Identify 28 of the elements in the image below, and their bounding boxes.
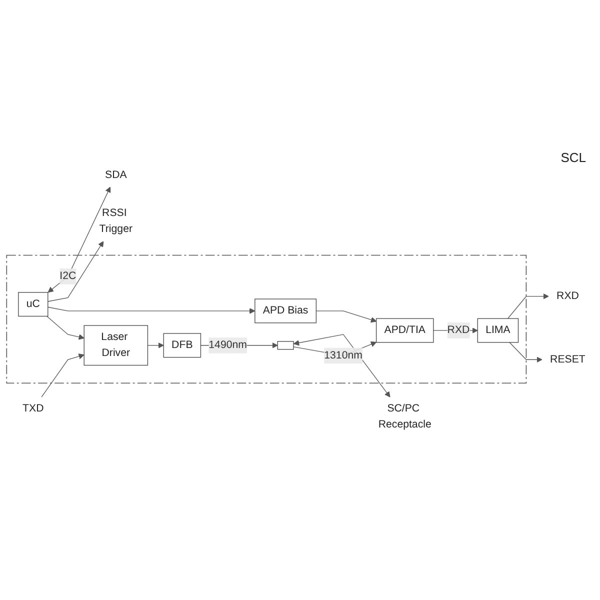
arrow [147,342,164,348]
arrow [48,186,111,293]
pin-label: SCL [560,150,586,165]
node-text: RXD [556,290,579,302]
edge-label: RXD [447,324,470,336]
arrow [48,241,104,302]
arrow [507,293,549,319]
arrow [48,306,256,314]
node-box: APD Bias [254,298,317,324]
arrow [509,342,542,363]
cluster [6,254,527,384]
node-text: SDA [105,169,127,180]
node-text: TXD [22,403,44,414]
edge-label: I2C [60,270,76,282]
arrow [46,316,84,340]
node-text: SC/PC Receptacle [378,403,432,430]
node-text: RSSI Trigger [99,208,132,235]
node-box: LIMA [477,318,519,343]
edge-label: 1490nm [208,339,247,351]
node-box [277,341,294,350]
arrow [316,310,377,323]
node-text: RESET [550,354,586,365]
node-box: Laser Driver [84,325,148,366]
arrow [41,354,84,398]
node-box: APD/TIA [376,318,434,343]
node-box: uC [18,292,48,317]
node-box: DFB [163,333,202,358]
edge-label: 1310nm [324,350,362,361]
